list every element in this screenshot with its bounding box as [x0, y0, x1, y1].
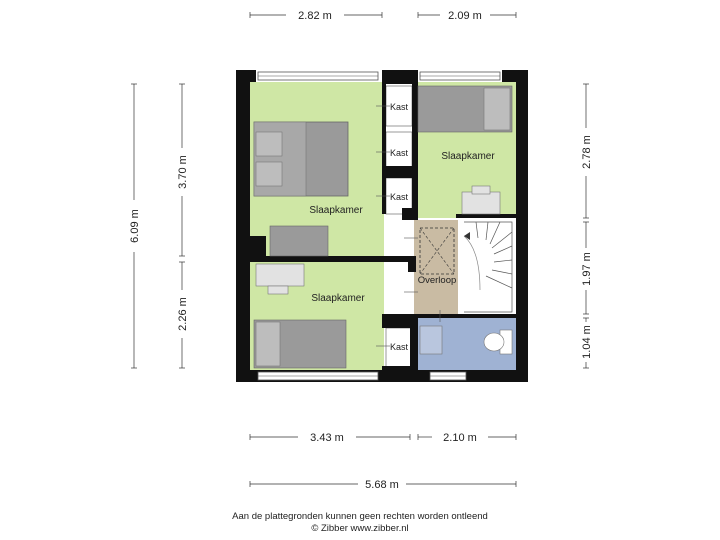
room-label-closet-3: Kast: [390, 192, 409, 202]
dim-total-width: 5.68 m: [365, 479, 399, 491]
toilet-icon: [483, 329, 513, 355]
dimension-lines: [131, 12, 589, 487]
dim-right-middle: 1.97 m: [581, 252, 593, 286]
room-label-bedroom-right-top: Slaapkamer: [441, 151, 495, 162]
dim-top-left: 2.82 m: [298, 10, 332, 22]
single-bed-bottom-icon: [253, 319, 347, 369]
room-label-closet-2: Kast: [390, 148, 409, 158]
room-label-closet-1: Kast: [390, 102, 409, 112]
closet-4-fill: [385, 327, 413, 369]
room-label-closet-4: Kast: [390, 342, 409, 352]
sink-icon: [419, 325, 443, 355]
double-bed-icon: [253, 121, 349, 197]
dim-right-lower: 1.04 m: [581, 325, 593, 359]
desk-chair-bottom-icon: [255, 263, 305, 295]
desk-chair-top-icon: [461, 185, 501, 215]
disclaimer-line: Aan de plattegronden kunnen geen rechten…: [232, 511, 488, 522]
room-label-landing: Overloop: [418, 275, 457, 286]
room-label-bedroom-left-top: Slaapkamer: [309, 205, 363, 216]
dim-bottom-left: 3.43 m: [310, 432, 344, 444]
windows: [257, 71, 501, 381]
dim-right-upper: 2.78 m: [581, 135, 593, 169]
attic-hatch-icon: [419, 227, 455, 275]
copyright-line: © Zibber www.zibber.nl: [311, 523, 409, 534]
dim-bottom-right: 2.10 m: [443, 432, 477, 444]
landing-fill: [414, 220, 458, 314]
desk-icon: [269, 225, 329, 257]
staircase-icon: [463, 221, 513, 313]
doors: [376, 105, 441, 347]
dim-left-upper: 3.70 m: [177, 155, 189, 189]
room-label-bedroom-left-bottom: Slaapkamer: [311, 293, 365, 304]
dim-top-right: 2.09 m: [448, 10, 482, 22]
dim-left-total: 6.09 m: [129, 209, 141, 243]
dim-left-lower: 2.26 m: [177, 297, 189, 331]
single-bed-top-icon: [417, 85, 513, 133]
